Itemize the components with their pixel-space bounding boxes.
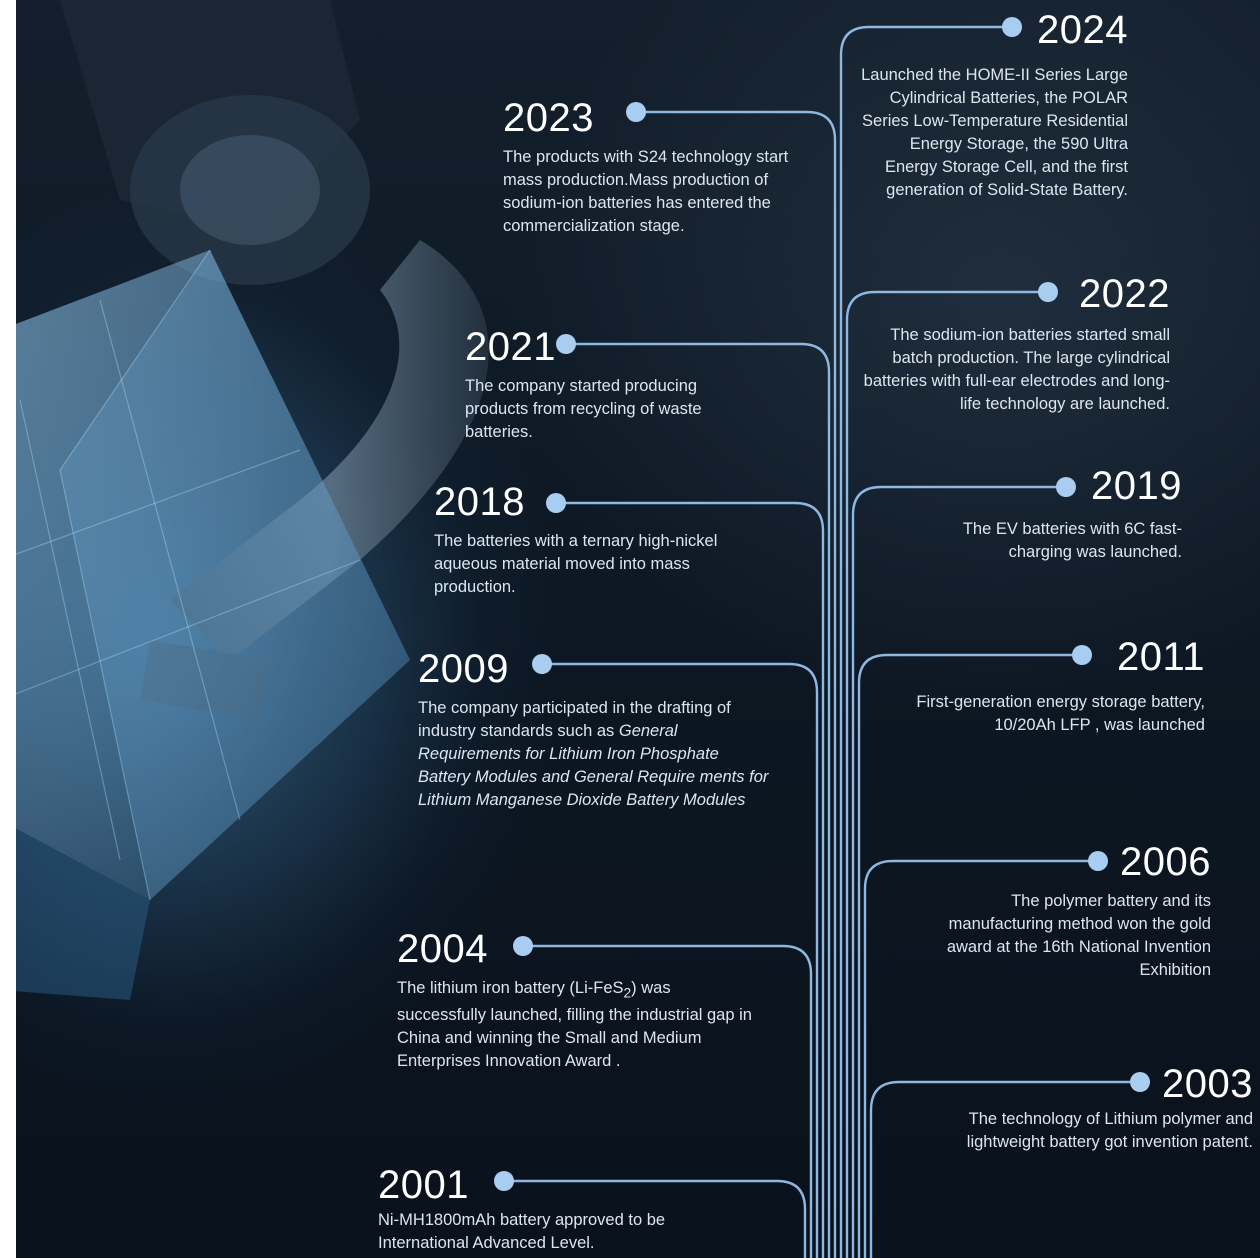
event-description: Launched the HOME-II Series Large Cylind… [861, 66, 1128, 199]
timeline-dot-2018 [546, 493, 566, 513]
event-2003: 2003 The technology of Lithium polymer a… [960, 1062, 1253, 1154]
timeline-connector-left-3 [542, 662, 819, 1258]
event-year: 2011 [1116, 635, 1205, 679]
event-text-subscript: 2 [623, 985, 632, 1001]
event-2009: 2009 The company participated in the dra… [418, 647, 773, 812]
event-text-intro: The company participated in the drafting… [418, 699, 731, 740]
event-description: The lithium iron battery (Li-FeS2) was s… [397, 977, 762, 1073]
event-description: The EV batteries with 6C fast-charging w… [962, 520, 1182, 561]
event-2018: 2018 The batteries with a ternary high-n… [434, 480, 774, 599]
timeline-dot-2006 [1088, 851, 1108, 871]
timeline-connector-left-4 [523, 944, 813, 1258]
event-text-post: ) was successfully launched, filling the… [397, 979, 752, 1071]
event-text-and: and [537, 768, 574, 786]
event-year: 2019 [1091, 464, 1182, 508]
event-standard-title-2: General Require ments for Lithium Mangan… [418, 768, 769, 809]
event-description: The company started producing products f… [465, 377, 702, 441]
event-description: The polymer battery and its manufacturin… [946, 892, 1211, 979]
timeline-connector-left-1 [566, 342, 831, 1258]
timeline-connector-right-5 [869, 1080, 1140, 1258]
event-description: The batteries with a ternary high-nickel… [434, 532, 718, 596]
event-year: 2022 [1079, 272, 1170, 316]
event-standard-title-1: General Requirements for Lithium Iron Ph… [418, 722, 719, 786]
timeline-dot-2023 [626, 102, 646, 122]
event-2021: 2021 The company started producing produ… [465, 325, 755, 444]
event-year: 2003 [1162, 1062, 1253, 1106]
event-2019: 2019 The EV batteries with 6C fast-charg… [930, 464, 1182, 564]
event-year: 2018 [434, 480, 525, 524]
timeline-dot-2022 [1038, 282, 1058, 302]
timeline-dot-2004 [513, 936, 533, 956]
event-description: The technology of Lithium polymer and li… [966, 1110, 1253, 1151]
event-description: First-generation energy storage battery,… [916, 693, 1205, 734]
event-2006: 2006 The polymer battery and its manufac… [920, 840, 1211, 982]
event-year: 2001 [378, 1163, 469, 1207]
event-year: 2023 [503, 96, 594, 140]
timeline-connector-right-3 [857, 653, 1082, 1258]
timeline-dot-2009 [532, 654, 552, 674]
event-2004: 2004 The lithium iron battery (Li-FeS2) … [397, 927, 762, 1073]
event-description: Ni-MH1800mAh battery approved to be Inte… [378, 1211, 666, 1252]
timeline-connector-right-2 [851, 485, 1066, 1258]
event-year: 2021 [465, 325, 556, 369]
timeline-dot-2011 [1072, 645, 1092, 665]
timeline-connector-left-5 [504, 1179, 807, 1258]
event-description: The sodium-ion batteries started small b… [863, 326, 1170, 413]
timeline-connector-left-2 [556, 501, 825, 1258]
event-description: The company participated in the drafting… [418, 697, 773, 812]
timeline-connector-left-0 [636, 110, 837, 1258]
event-2001: 2001 Ni-MH1800mAh battery approved to be… [378, 1163, 728, 1255]
timeline-dot-2019 [1056, 477, 1076, 497]
event-year: 2024 [1037, 8, 1128, 52]
timeline-connector-right-1 [845, 290, 1048, 1258]
event-2024: 2024 Launched the HOME-II Series Large C… [858, 8, 1128, 202]
timeline-connector-right-0 [839, 25, 1012, 1258]
event-year: 2004 [397, 927, 488, 971]
event-2022: 2022 The sodium-ion batteries started sm… [860, 272, 1170, 416]
event-text-pre: The lithium iron battery (Li-FeS [397, 979, 624, 997]
event-year: 2009 [418, 647, 509, 691]
event-2023: 2023 The products with S24 technology st… [503, 96, 823, 238]
timeline-dot-2021 [556, 334, 576, 354]
timeline-dot-2003 [1130, 1072, 1150, 1092]
timeline-connector-right-4 [863, 859, 1098, 1258]
event-2011: 2011 First-generation energy storage bat… [905, 635, 1205, 737]
event-year: 2006 [1120, 840, 1211, 884]
event-description: The products with S24 technology start m… [503, 148, 789, 235]
page-edge [0, 0, 16, 1258]
timeline-dot-2024 [1002, 17, 1022, 37]
timeline-dot-2001 [494, 1171, 514, 1191]
